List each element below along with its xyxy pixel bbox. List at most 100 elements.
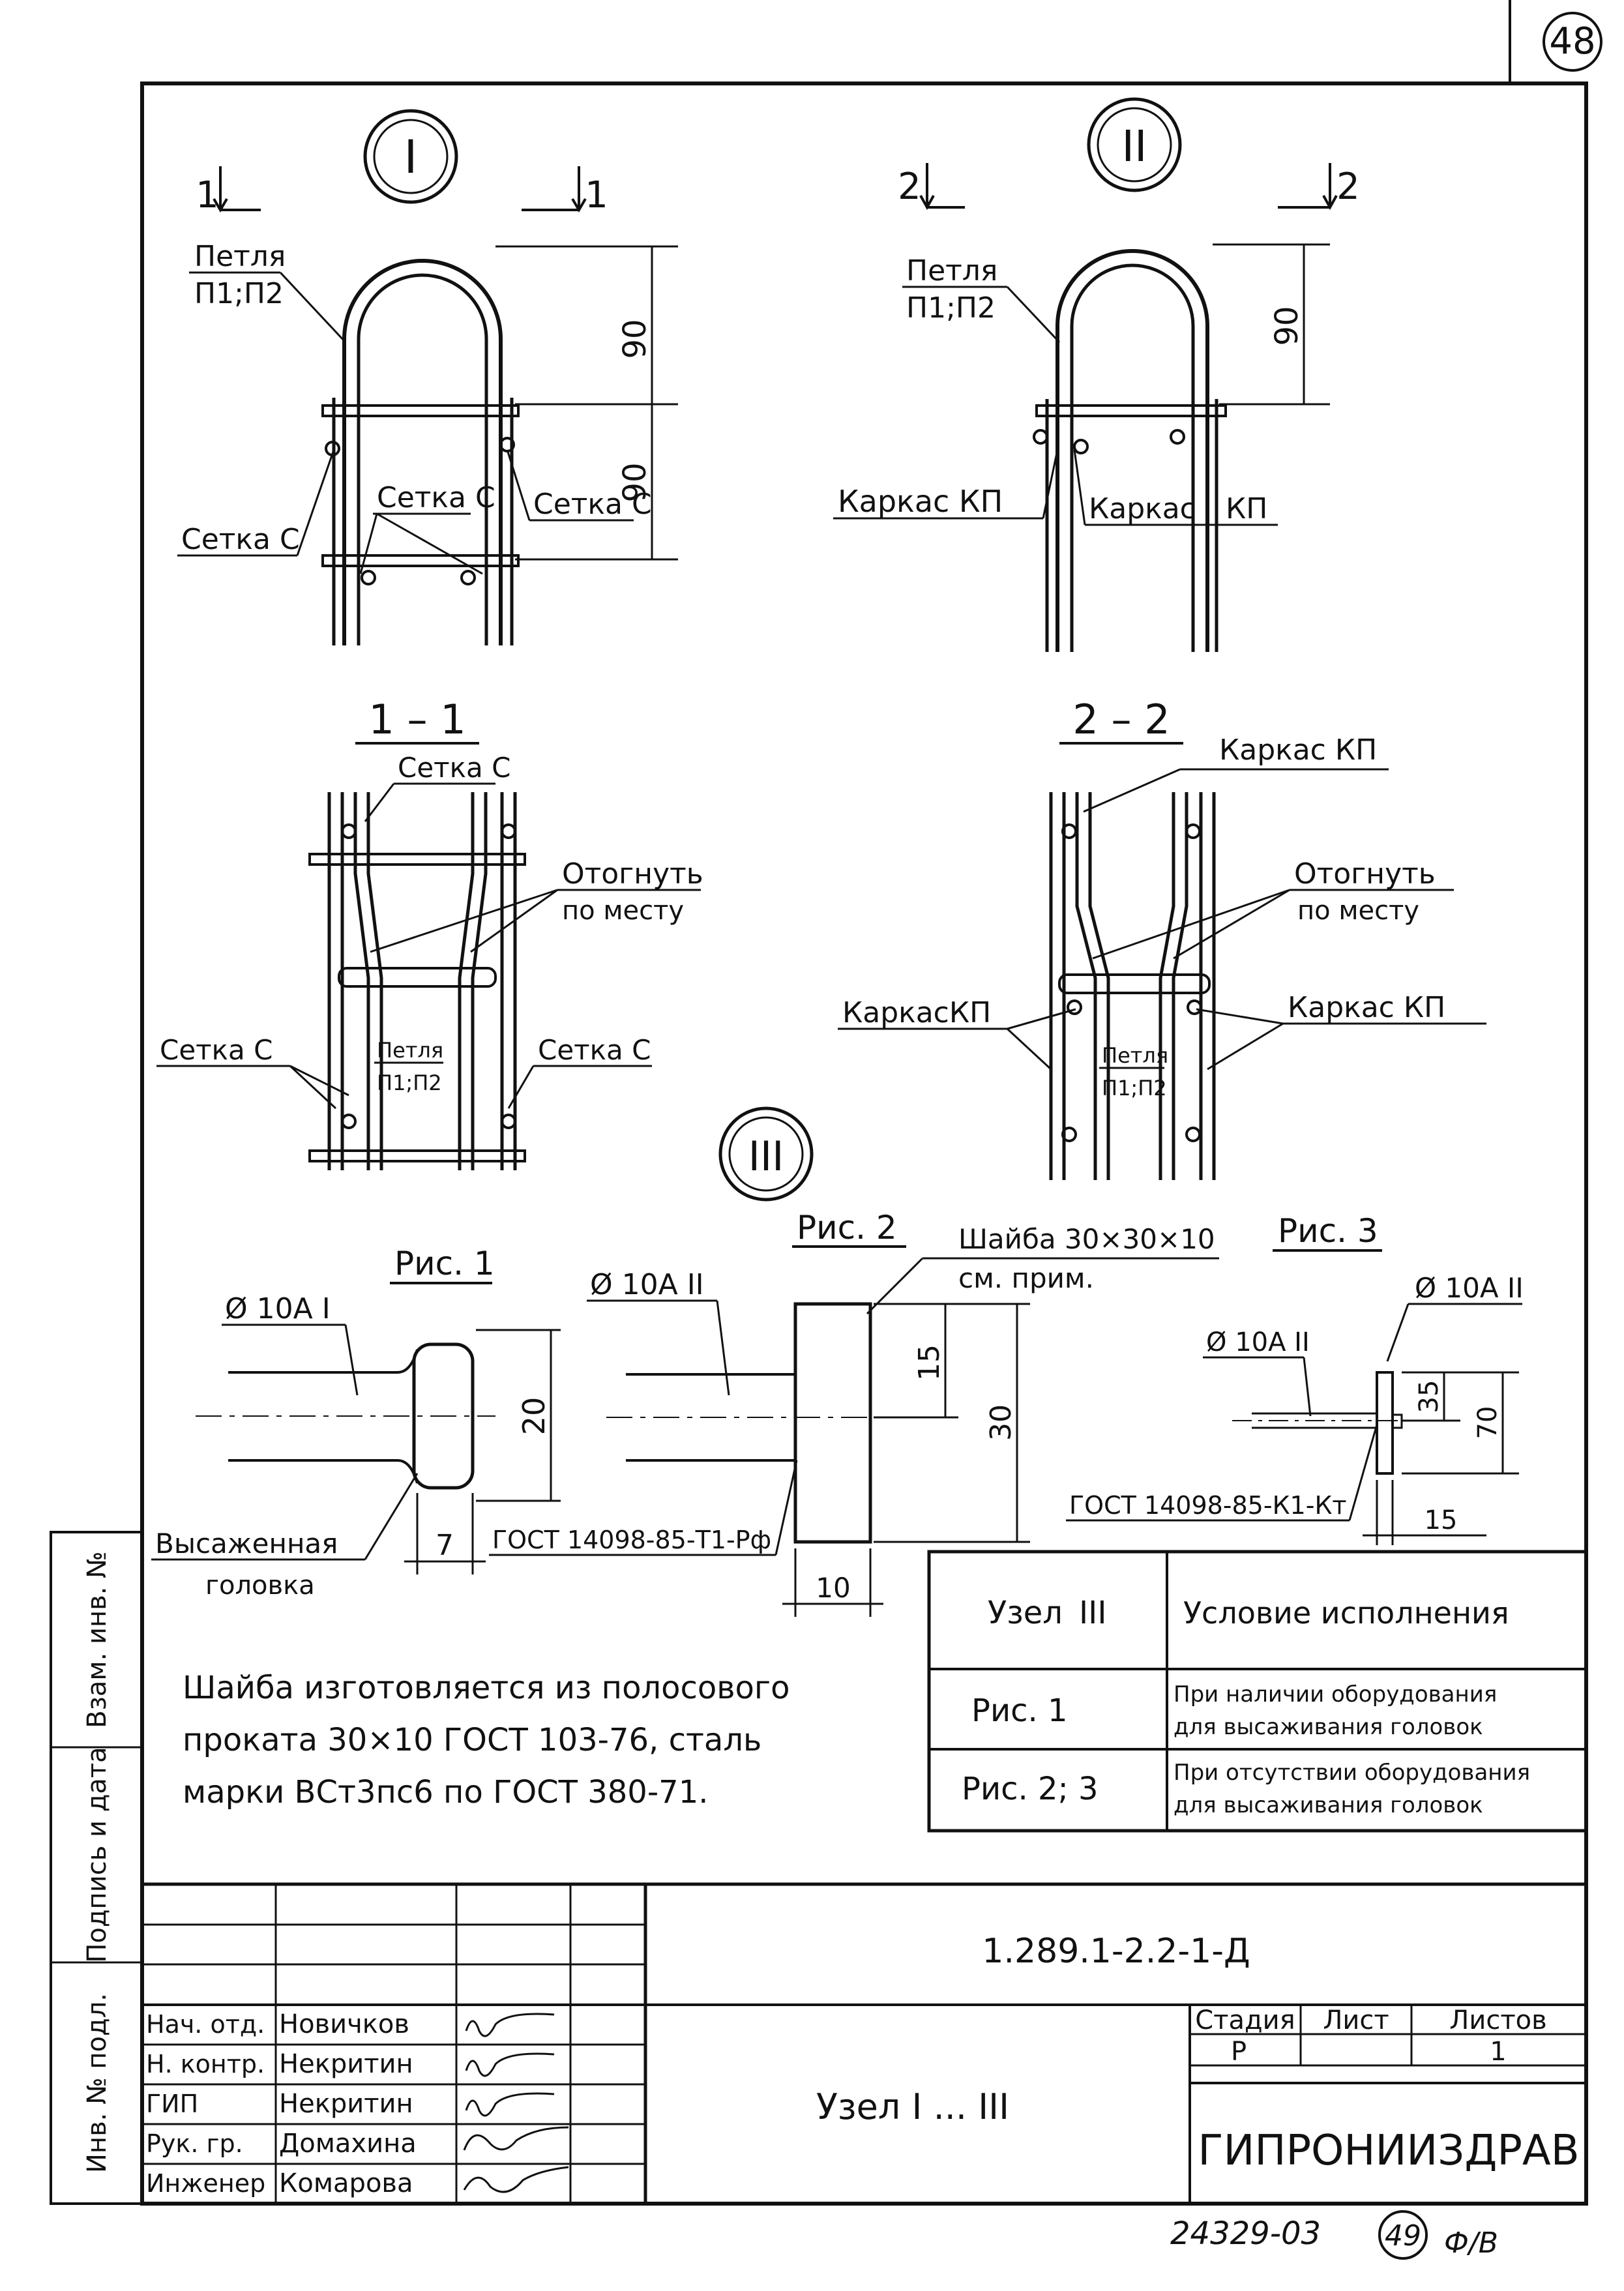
title-block: 1.289.1-2.2-1-Д Узел I ... III Нач. отд.… (142, 1882, 1586, 2204)
node-2-dim-top: 90 (1269, 306, 1305, 346)
footer: 24329-03 49 Ф/В (1170, 2210, 1498, 2260)
note-line-2: проката 30×10 ГОСТ 103-76, сталь (183, 1722, 761, 1758)
section-2-2-frame-right: Каркас КП (1288, 991, 1445, 1024)
name-3: Некритин (279, 2089, 413, 2119)
signature-2 (465, 2052, 555, 2077)
node-2-loop-label: Петля (906, 254, 997, 288)
node-1-loop-label: Петля (194, 240, 286, 273)
node-1-view: I 1 1 90 90 Петля П1;П2 Сетка С (177, 109, 678, 645)
fig-1-title: Рис. 1 (394, 1245, 495, 1282)
name-1: Новичков (279, 2009, 409, 2039)
node-1-mesh-left: Сетка С (181, 523, 300, 556)
fig-3-bar-top: Ø 10А II (1415, 1272, 1524, 1304)
section-2-2-bend-1: Отогнуть (1294, 857, 1436, 891)
side-stamp-signature-date: Подпись и дата (82, 1747, 112, 1962)
node-3-label: III (748, 1132, 784, 1180)
fig-1-dim-height: 20 (516, 1397, 552, 1436)
section-2-2-title: 2 – 2 (1072, 696, 1170, 743)
archive-number: 24329-03 (1170, 2215, 1321, 2252)
node-2-frame-right-b: КП (1226, 492, 1267, 525)
figure-1: Рис. 1 Ø 10А I 20 7 Высаженная головка (151, 1245, 561, 1601)
table-header-node: Узел (988, 1595, 1063, 1631)
node-2-label: II (1122, 121, 1147, 171)
node-1-label: I (404, 130, 418, 184)
fig-3-dim-15: 15 (1425, 1505, 1458, 1535)
fig-2-washer-1: Шайба 30×30×10 (958, 1223, 1215, 1255)
figure-2: Рис. 2 Шайба 30×30×10 см. прим. Ø 10А II… (489, 1209, 1219, 1617)
table-row-2-line-2: для высаживания головок (1174, 1792, 1483, 1818)
fig-2-dim-half: 15 (913, 1344, 946, 1381)
fig-2-title: Рис. 2 (797, 1209, 897, 1247)
name-4: Домахина (279, 2129, 417, 2159)
table-row-1-line-2: для высаживания головок (1174, 1714, 1483, 1740)
section-2-2-loop-label: Петля (1102, 1043, 1168, 1068)
table-row-1-line-1: При наличии оборудования (1174, 1681, 1497, 1707)
signature-4 (463, 2126, 569, 2151)
side-stamp: Инв. № подл. Подпись и дата Взам. инв. № (82, 1551, 112, 2173)
fig-2-dim-full: 30 (984, 1404, 1018, 1441)
sheets-header: Листов (1449, 2005, 1546, 2035)
node-1-dim-top: 90 (617, 319, 653, 359)
signature-3 (465, 2092, 555, 2117)
node-1-mesh-mid: Сетка С (377, 481, 495, 514)
signature-1 (465, 2013, 555, 2037)
fig-1-upset-1: Высаженная (155, 1528, 338, 1559)
node-1-mesh-right: Сетка С (533, 488, 652, 521)
section-1-1-loop-label: Петля (377, 1038, 443, 1063)
sheet-frame (50, 0, 1588, 2206)
section-2-2-loop-marks: П1;П2 (1102, 1076, 1167, 1101)
section-1-1-bend-2: по месту (562, 896, 684, 926)
page-number-circle (1543, 12, 1602, 72)
fig-3-title: Рис. 3 (1278, 1212, 1378, 1250)
fig-2-washer-2: см. прим. (958, 1262, 1094, 1294)
stage-value: Р (1231, 2037, 1247, 2067)
section-2-2-frame-left: КаркасКП (842, 996, 991, 1029)
side-stamp-replacement: Взам. инв. № (82, 1551, 112, 1728)
node-3-marker: III (718, 1106, 814, 1202)
sheets-value: 1 (1490, 2037, 1506, 2067)
node-1-section-left: 1 (196, 174, 219, 216)
table-row-2-line-1: При отсутствии оборудования (1174, 1760, 1530, 1786)
role-4: Рук. гр. (146, 2129, 243, 2158)
note-line-1: Шайба изготовляется из полосового (183, 1670, 790, 1706)
table-row-1-figure: Рис. 1 (971, 1692, 1068, 1729)
node-2-frame-left: Каркас КП (838, 484, 1003, 519)
node-1-loop-marks: П1;П2 (194, 277, 284, 310)
name-5: Комарова (279, 2168, 413, 2198)
fig-1-upset-2: головка (205, 1571, 315, 1601)
sheet-header: Лист (1323, 2005, 1389, 2035)
washer-note: Шайба изготовляется из полосового прокат… (183, 1670, 790, 1811)
table-header-node-num: III (1079, 1595, 1106, 1631)
node-1-dim-bottom: 90 (617, 462, 653, 502)
next-page-circle (1378, 2210, 1428, 2260)
fig-3-dim-35: 35 (1414, 1380, 1444, 1413)
table-row-2-figure: Рис. 2; 3 (962, 1771, 1099, 1807)
section-1-1-mesh-left: Сетка С (160, 1034, 273, 1066)
stage-header: Стадия (1195, 2005, 1295, 2035)
page-number: 48 (1549, 20, 1595, 63)
table-header-condition: Условие исполнения (1183, 1595, 1509, 1631)
role-5: Инженер (146, 2169, 265, 2198)
section-1-1-mesh-right: Сетка С (538, 1034, 651, 1066)
section-1-1-mesh-top: Сетка С (398, 752, 510, 784)
section-1-1-view: 1 – 1 Сетка С Отогнуть по месту Сетка С (156, 696, 703, 1170)
fig-1-dim-width: 7 (436, 1529, 454, 1562)
fig-2-dim-thick: 10 (816, 1572, 850, 1604)
fig-3-gost: ГОСТ 14098-85-К1-Кт (1069, 1491, 1347, 1520)
section-2-2-bend-2: по месту (1297, 896, 1419, 926)
fig-2-bar: Ø 10А II (590, 1268, 704, 1301)
node-2-frame-right-a: Каркас (1089, 492, 1196, 525)
side-stamp-inv-no: Инв. № подл. (82, 1993, 112, 2173)
signature-5 (463, 2166, 569, 2193)
role-3: ГИП (146, 2090, 198, 2118)
section-2-2-view: 2 – 2 Каркас КП Отогнуть по месту Каркас… (838, 696, 1486, 1180)
section-1-1-title: 1 – 1 (368, 696, 465, 743)
fig-2-gost: ГОСТ 14098-85-Т1-Рф (492, 1526, 771, 1554)
role-2: Н. контр. (146, 2050, 265, 2078)
note-line-3: марки ВСт3пс6 по ГОСТ 380-71. (183, 1774, 708, 1811)
section-2-2-frame-top: Каркас КП (1219, 733, 1377, 767)
node-1-section-right: 1 (585, 174, 608, 216)
footer-initials: Ф/В (1444, 2226, 1498, 2260)
node-2-section-left: 2 (898, 166, 921, 208)
